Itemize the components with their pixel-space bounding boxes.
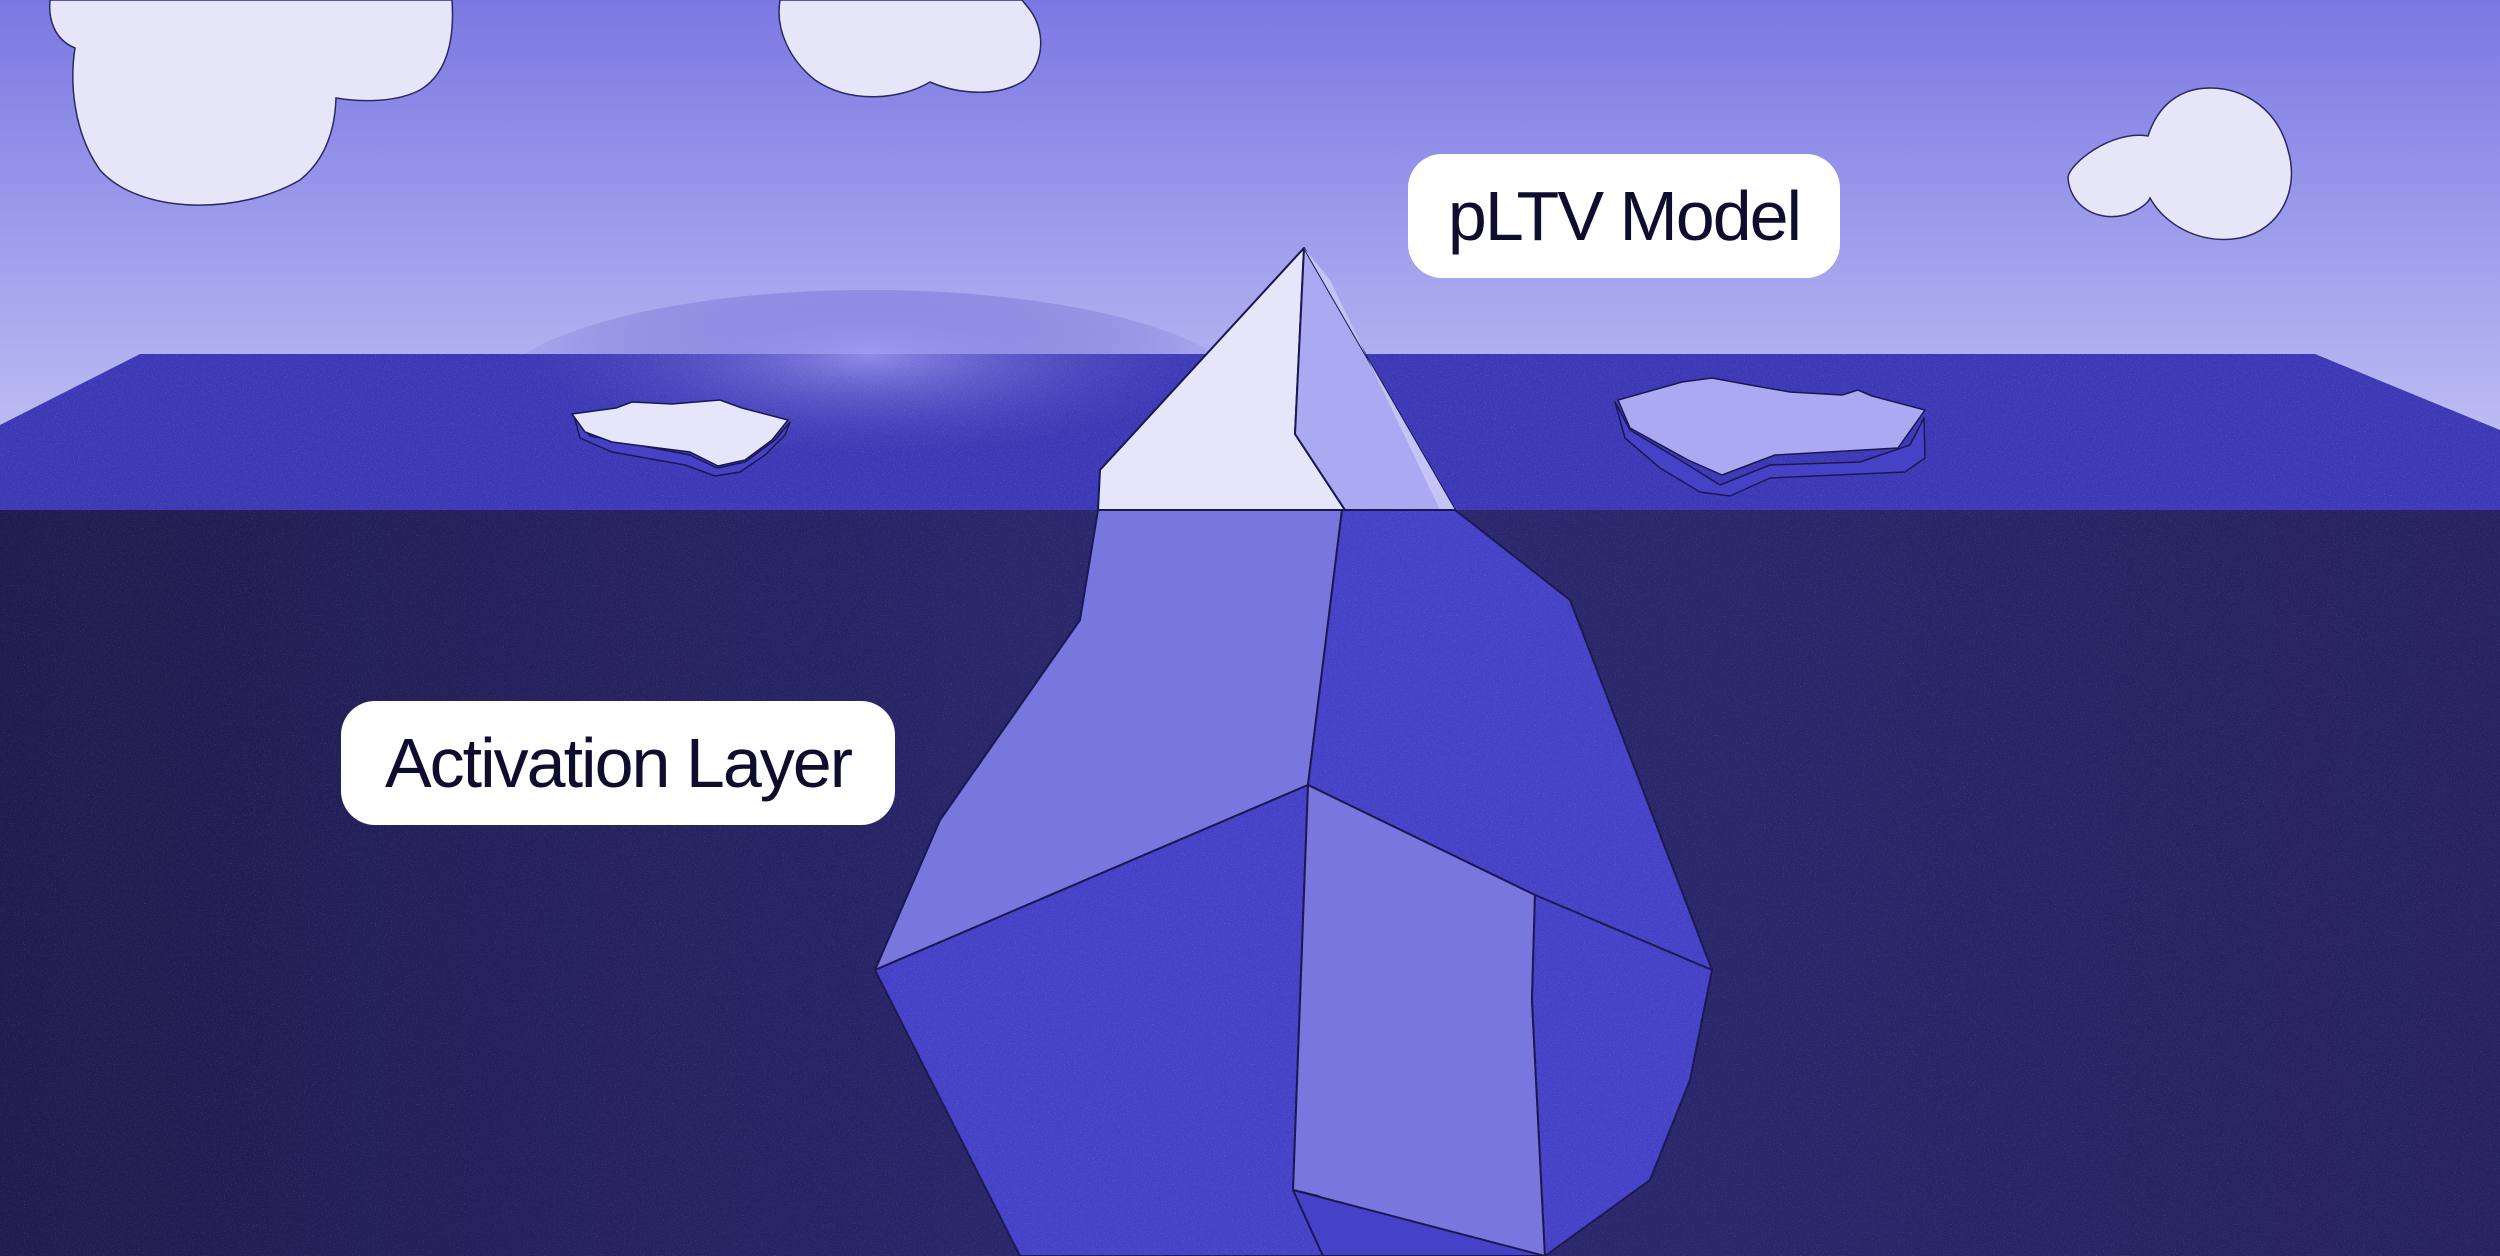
ice-floe-right (1614, 377, 1926, 497)
cloud-left (48, 0, 454, 206)
activation-layer-label: Activation Layer (341, 701, 895, 825)
cloud-right (2067, 87, 2293, 241)
cloud-middle (778, 0, 1042, 98)
ice-floe-left (571, 399, 791, 477)
pltv-model-label: pLTV Model (1408, 154, 1840, 278)
iceberg-tip (1097, 247, 1456, 511)
